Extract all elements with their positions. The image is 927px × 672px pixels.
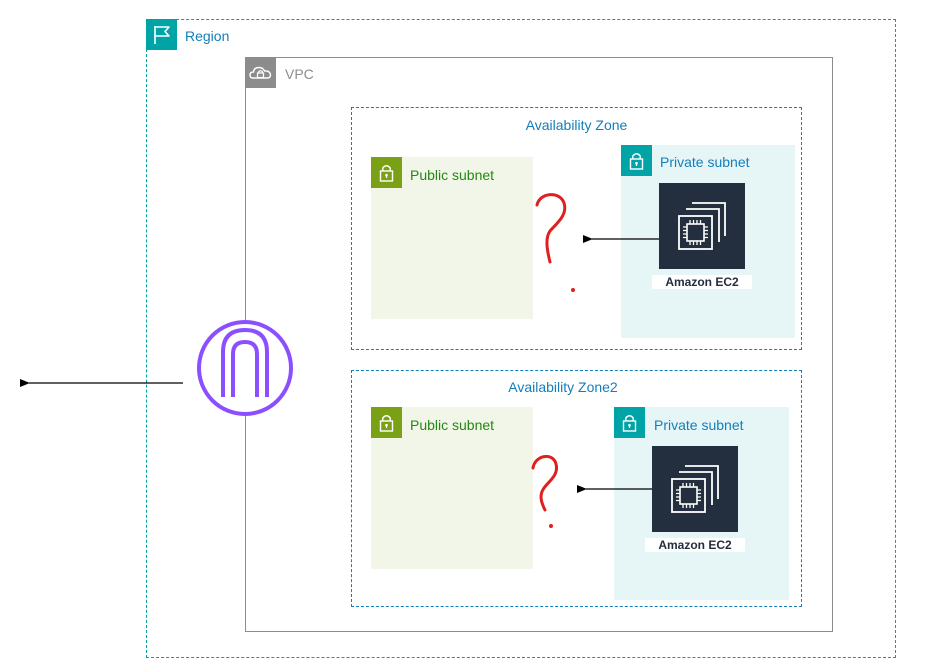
- question-mark-annotation-2: [531, 455, 559, 528]
- public-subnet-2-label: Public subnet: [410, 417, 495, 433]
- region-group: [146, 19, 896, 658]
- availability-zone-1: [351, 107, 802, 350]
- availability-zone-1-label: Availability Zone: [525, 117, 628, 133]
- internet-gateway-icon[interactable]: [197, 320, 293, 416]
- lock-icon: [621, 145, 652, 176]
- cloud-lock-icon: [245, 57, 276, 88]
- availability-zone-2: [351, 370, 802, 607]
- flag-icon: [146, 19, 177, 50]
- private-subnet-2-label: Private subnet: [654, 417, 744, 433]
- ec2-chip-icon[interactable]: [659, 183, 745, 269]
- ec2-label: Amazon EC2: [652, 275, 752, 289]
- lock-icon: [371, 157, 402, 188]
- lock-icon: [614, 407, 645, 438]
- public-subnet-1-label: Public subnet: [410, 167, 495, 183]
- vpc-label: VPC: [285, 66, 314, 82]
- private-subnet-1-label: Private subnet: [660, 154, 750, 170]
- question-mark-annotation-1: [535, 193, 575, 292]
- ec2-label: Amazon EC2: [645, 538, 745, 552]
- ec2-chip-icon[interactable]: [652, 446, 738, 532]
- region-label: Region: [185, 28, 230, 44]
- lock-icon: [371, 407, 402, 438]
- availability-zone-2-label: Availability Zone2: [508, 379, 618, 395]
